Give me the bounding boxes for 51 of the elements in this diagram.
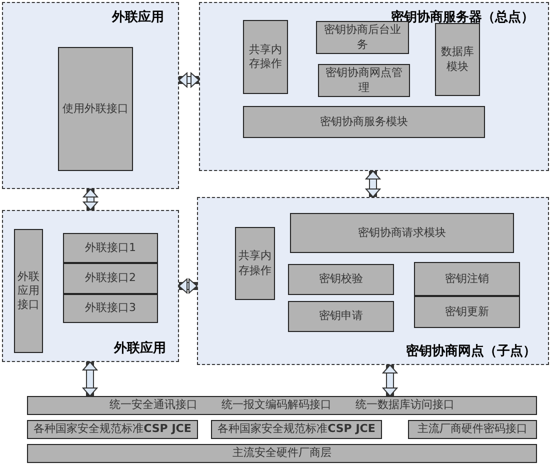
module-box: [243, 106, 485, 138]
module-box: [318, 64, 410, 97]
module-box: [211, 420, 382, 439]
module-label: 密钥注销: [445, 272, 489, 286]
module-label: 密钥校验: [319, 272, 363, 287]
module-label: 密钥更新: [445, 304, 489, 320]
module-box: [27, 420, 198, 439]
module-box: [288, 264, 394, 295]
module-label: 共享内存操作: [248, 42, 283, 72]
group-panel: [2, 210, 179, 362]
module-box: [316, 21, 409, 54]
module-box: [63, 233, 158, 263]
module-label: 外联接口1: [85, 240, 136, 256]
module-label: 主流安全硬件厂商层: [232, 446, 332, 461]
module-box: [63, 294, 158, 323]
group-title: 外联应用: [112, 8, 164, 26]
module-label: 外联接口3: [85, 301, 136, 316]
group-title: 外联应用: [114, 340, 166, 357]
module-box: [414, 262, 520, 296]
module-label: 密钥协商后台业务: [323, 23, 402, 52]
group-panel: [199, 2, 549, 171]
module-label: 各种国家安全规范标准CSP JCE: [34, 422, 192, 437]
module-label: 密钥协商网点管理: [324, 66, 404, 95]
module-box: [288, 301, 394, 332]
module-label: 统一报文编码解码接口: [222, 398, 332, 413]
module-box: [63, 263, 158, 294]
module-label: 使用外联接口: [62, 102, 128, 116]
module-label: 共享内存操作: [238, 249, 272, 278]
group-panel: [197, 197, 549, 365]
module-box: [27, 396, 537, 415]
module-label: 密钥申请: [319, 309, 363, 324]
module-label: 各种国家安全规范标准CSP JCE: [218, 422, 376, 437]
module-box: [27, 444, 537, 463]
module-label: 外联应用接口: [17, 270, 40, 312]
module-label: 外联接口2: [85, 271, 136, 286]
module-box: [14, 229, 43, 353]
module-label: 统一数据库访问接口: [356, 398, 454, 413]
module-label: 数据库模块: [440, 45, 475, 74]
module-label: 主流厂商硬件密码接口: [418, 422, 528, 437]
module-box: [243, 20, 288, 94]
group-panel: [2, 2, 179, 189]
module-box: [58, 47, 133, 171]
module-box: [414, 296, 520, 328]
module-label: 密钥协商请求模块: [358, 226, 446, 240]
module-label: 统一安全通讯接口: [110, 398, 198, 413]
module-box: [290, 213, 514, 253]
module-box: [435, 23, 480, 96]
group-title: 密钥协商网点（子点）: [406, 342, 536, 360]
module-label: 密钥协商服务模块: [320, 114, 408, 130]
module-box: [235, 227, 275, 300]
module-box: [408, 420, 537, 439]
